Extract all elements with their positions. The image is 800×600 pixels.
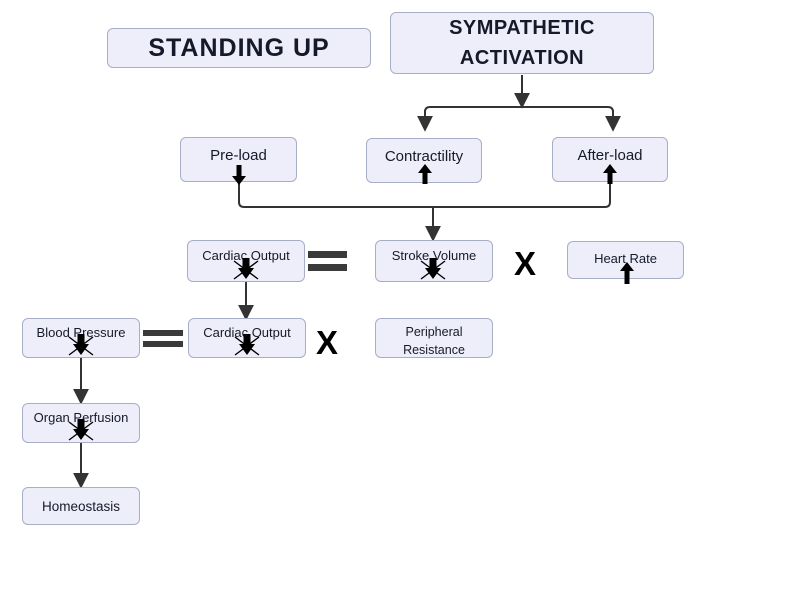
- node-label: Organ Perfusion: [33, 410, 129, 425]
- node-standing-up: STANDING UP: [107, 28, 371, 68]
- node-label: Pre-load: [210, 147, 267, 164]
- node-label: Homeostasis: [41, 498, 121, 514]
- node-label: Blood Pressure: [36, 325, 126, 340]
- node-sympathetic-activation: SYMPATHETIC ACTIVATION: [390, 12, 654, 74]
- node-label: Peripheral Resistance: [403, 325, 465, 358]
- down-arrow-crossed-icon: [68, 334, 94, 356]
- times-operator: X: [514, 245, 537, 282]
- node-label: Heart Rate: [594, 251, 657, 266]
- node-peripheral-resistance: Peripheral Resistance: [375, 318, 493, 358]
- equals-operator: [143, 330, 183, 347]
- times-operator: X: [316, 324, 339, 361]
- down-arrow-crossed-icon: [233, 258, 259, 280]
- thick-up-arrow-icon: [418, 164, 432, 184]
- thick-down-arrow-icon: [232, 165, 246, 185]
- down-arrow-crossed-icon: [68, 419, 94, 441]
- node-label: SYMPATHETIC ACTIVATION: [449, 17, 595, 69]
- thick-up-arrow-icon: [620, 262, 634, 284]
- down-arrow-crossed-icon: [420, 258, 446, 280]
- equals-bar: [143, 341, 183, 347]
- node-label: Cardiac Output: [203, 325, 291, 340]
- node-label: Stroke Volume: [391, 248, 477, 263]
- node-label: After-load: [577, 147, 643, 164]
- equals-bar: [308, 251, 347, 258]
- node-label: Contractility: [384, 148, 464, 165]
- thick-up-arrow-icon: [603, 164, 617, 184]
- node-homeostasis: Homeostasis: [22, 487, 140, 525]
- node-label: STANDING UP: [148, 33, 330, 62]
- equals-bar: [308, 264, 347, 271]
- equals-bar: [143, 330, 183, 336]
- down-arrow-crossed-icon: [234, 334, 260, 356]
- equals-operator: [308, 251, 347, 271]
- node-label: Cardiac Output: [202, 248, 290, 263]
